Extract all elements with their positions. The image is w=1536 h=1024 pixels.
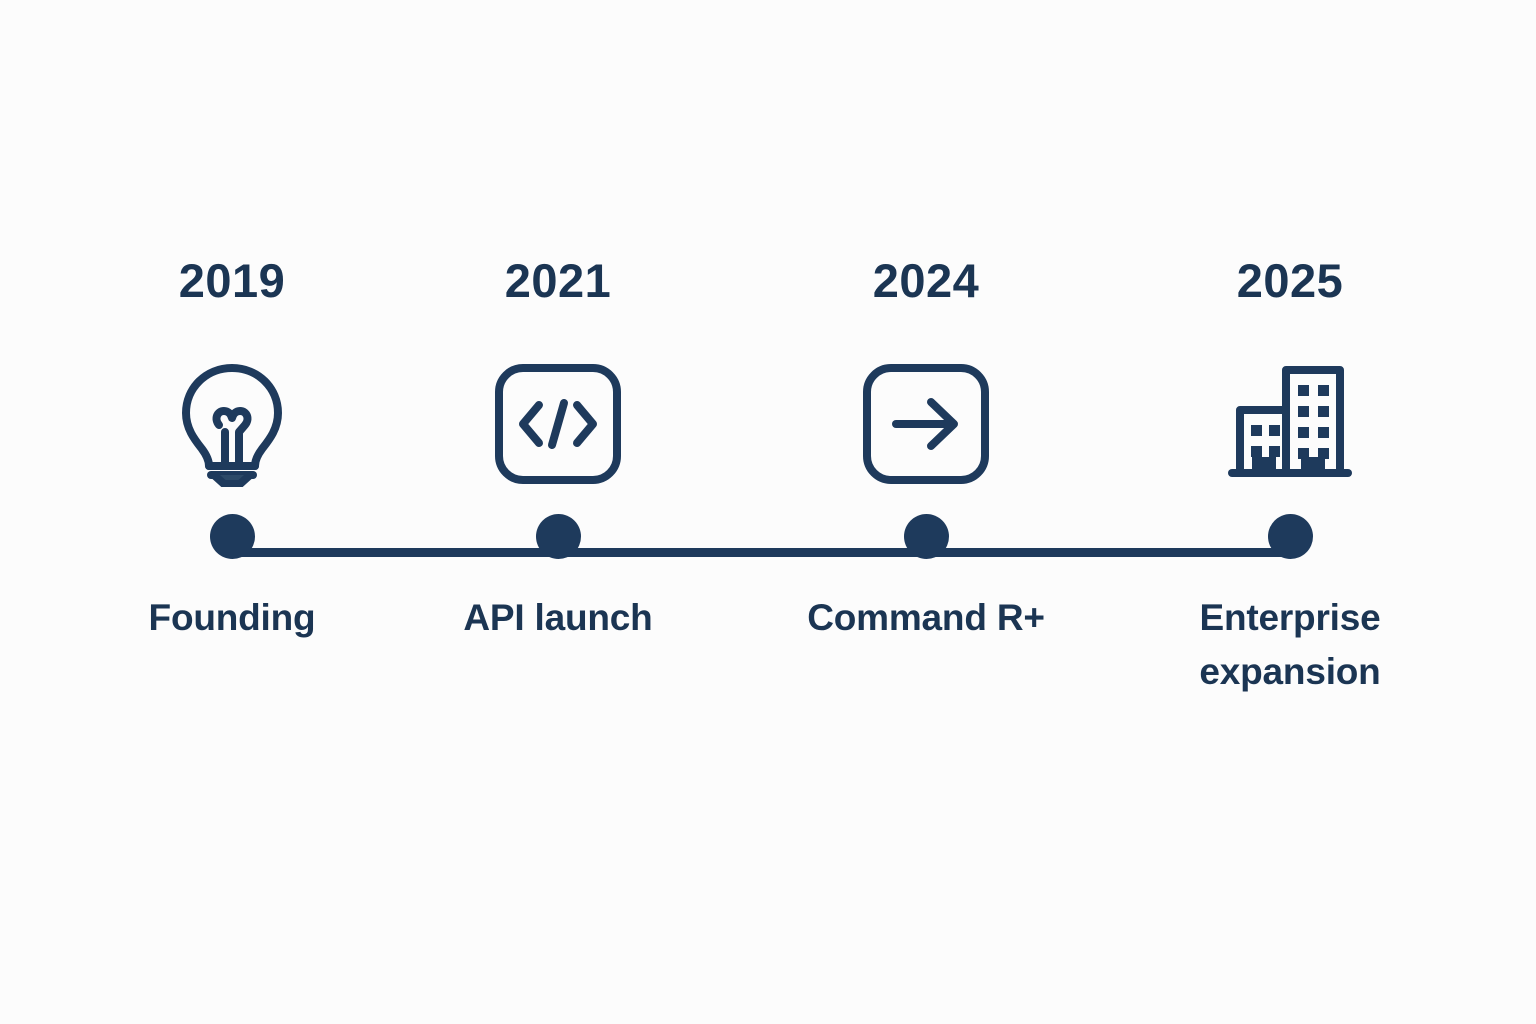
timeline-milestone[interactable]: 2024 Command R+ xyxy=(796,255,1056,645)
timeline-dot[interactable] xyxy=(209,514,255,559)
timeline-dot[interactable] xyxy=(1267,514,1313,559)
milestone-year: 2024 xyxy=(872,253,980,307)
milestone-year: 2021 xyxy=(504,253,612,307)
milestone-year: 2025 xyxy=(1236,253,1344,307)
timeline-milestone[interactable]: 2019 Founding xyxy=(102,255,362,645)
lightbulb-icon xyxy=(173,361,291,492)
milestone-icon-slot xyxy=(1228,361,1352,491)
arrow-right-box-icon xyxy=(862,363,990,490)
milestone-icon-slot xyxy=(494,361,622,491)
code-brackets-icon xyxy=(494,363,622,490)
milestone-label: Founding xyxy=(148,597,316,638)
milestone-label: Enterprise expansion xyxy=(1199,597,1381,692)
milestone-label: Command R+ xyxy=(807,597,1045,638)
office-buildings-icon xyxy=(1228,361,1352,492)
milestone-year: 2019 xyxy=(178,253,286,307)
timeline-milestone[interactable]: 2025 xyxy=(1160,255,1420,698)
milestone-label: API launch xyxy=(463,597,653,638)
timeline-dot[interactable] xyxy=(535,514,581,559)
timeline-dot[interactable] xyxy=(903,514,949,559)
timeline-milestone[interactable]: 2021 API launch xyxy=(428,255,688,645)
timeline-connector-line xyxy=(232,548,1290,557)
milestone-icon-slot xyxy=(173,361,291,491)
milestone-icon-slot xyxy=(862,361,990,491)
